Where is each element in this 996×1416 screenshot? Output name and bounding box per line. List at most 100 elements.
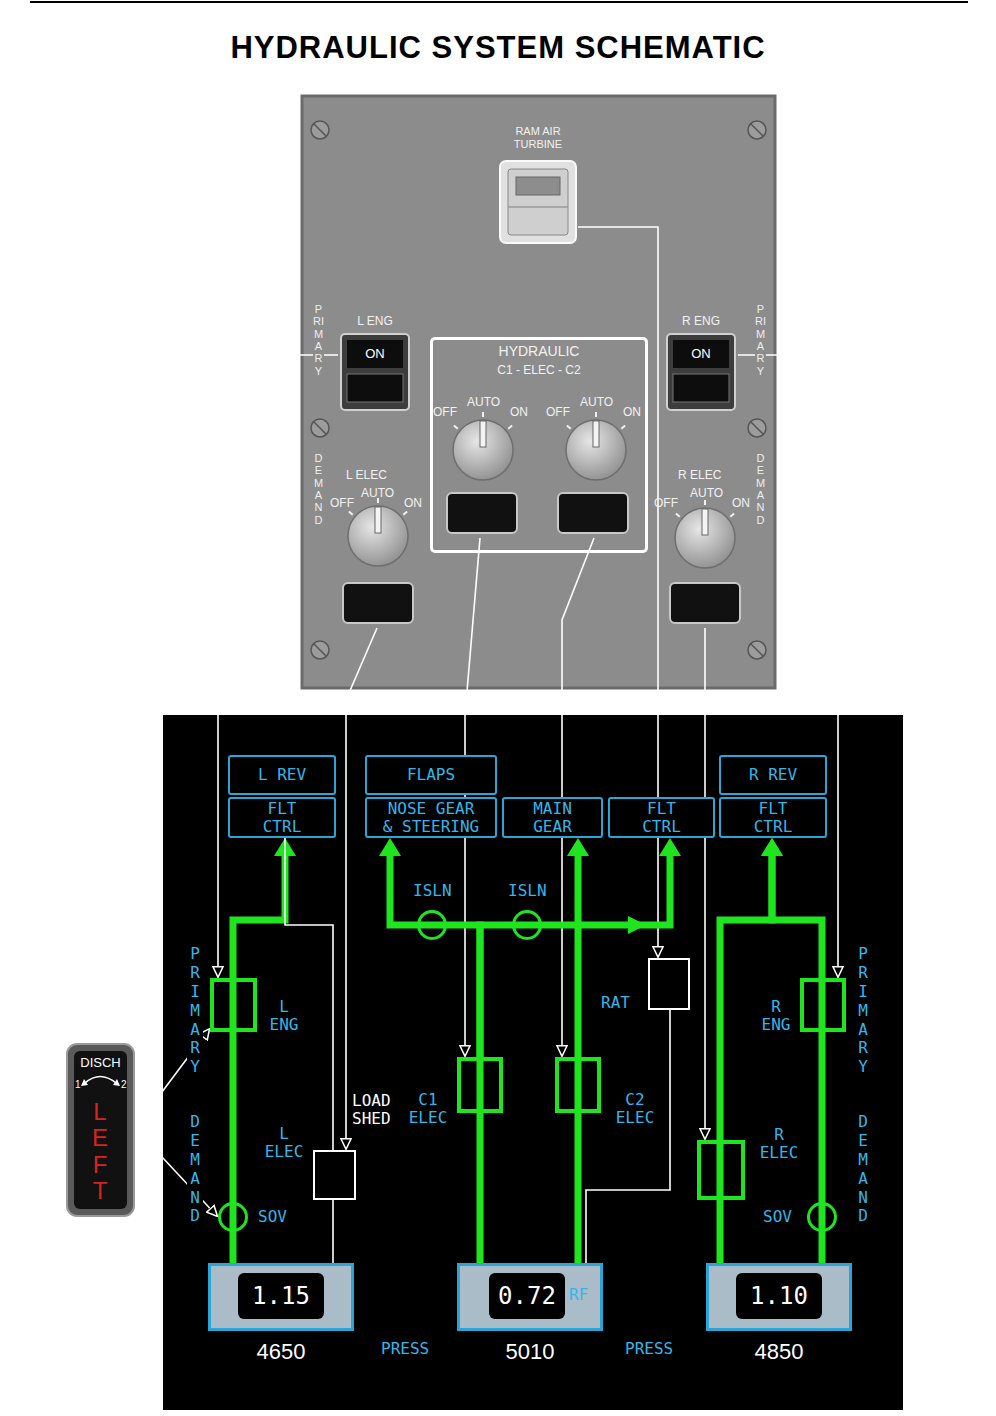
control-wire	[285, 838, 333, 1150]
system-box: NOSE GEAR & STEERING	[365, 797, 497, 838]
node-label: AUTO	[361, 486, 394, 500]
synoptic-display	[163, 715, 903, 1410]
control-wire	[578, 227, 658, 946]
knob-body	[566, 420, 626, 480]
hydraulic-line	[772, 856, 822, 978]
hydraulic-line	[720, 856, 772, 1140]
quantity-readout: 4650	[198, 1339, 364, 1365]
connector-group	[135, 227, 838, 1263]
pump-symbol: L ENG	[210, 978, 257, 1032]
node-label: ON	[732, 496, 750, 510]
system-box: FLAPS	[365, 755, 497, 795]
rotary-selector: OFFAUTOON	[433, 393, 533, 538]
node-label: AUTO	[580, 395, 613, 409]
detent-tick	[567, 426, 571, 429]
switch-body	[341, 334, 409, 410]
knob-pointer	[593, 421, 599, 447]
reservoir-indicator: 1.104850	[706, 1263, 852, 1331]
rotary-selector: R ELECOFFAUTOON	[654, 466, 754, 628]
indicator-window	[558, 493, 628, 533]
reservoir-indicator: 1.154650	[208, 1263, 354, 1331]
node-label: OFF	[654, 496, 678, 510]
handle-face	[74, 1051, 127, 1209]
hydraulic-line	[230, 1232, 237, 1263]
node-label: SOV	[258, 1208, 287, 1226]
hydraulic-line	[477, 1113, 484, 1263]
system-label: NOSE GEAR & STEERING	[381, 800, 481, 835]
detent-tick	[349, 512, 353, 515]
control-wire	[586, 1010, 670, 1263]
node-label: LOAD SHED	[352, 1092, 400, 1127]
switch-slot	[516, 177, 560, 195]
knob-pointer	[702, 509, 708, 535]
pump-symbol: R ELEC	[697, 1140, 745, 1200]
screw-slot	[314, 124, 763, 656]
side-caption: PRIMARY	[313, 303, 324, 377]
system-label: FLT CTRL	[637, 800, 687, 835]
system-label: L REV	[258, 766, 306, 784]
node-label: ISLN	[508, 882, 547, 900]
side-caption: DEMAND	[313, 452, 324, 526]
rotary-selector: L ELECOFFAUTOON	[326, 466, 426, 628]
switch-window	[347, 374, 403, 402]
node-label: C1 - ELEC - C2	[430, 363, 648, 377]
hydraulic-line	[542, 856, 670, 925]
top-rule	[30, 1, 968, 3]
side-caption: PRIMARY	[855, 945, 871, 1077]
valve-box: RAT	[648, 958, 690, 1010]
hydraulic-line	[447, 925, 480, 1057]
control-wire	[346, 628, 377, 1138]
pushbutton-switch: L ENGON	[338, 314, 412, 412]
node-label: ISLN	[413, 882, 452, 900]
handle-body	[67, 1044, 134, 1216]
control-wire	[332, 1200, 334, 1263]
rotary-selector: OFFAUTOON	[546, 393, 646, 538]
node-label: RAT	[601, 994, 630, 1012]
detent-tick	[482, 412, 484, 417]
quantity-readout: 0.72	[489, 1273, 565, 1319]
valve-box: LOAD SHEDL ELEC	[313, 1150, 356, 1200]
hydraulic-line	[575, 856, 582, 1057]
control-wire	[738, 355, 838, 966]
pump-symbol: C1 ELEC	[457, 1057, 503, 1113]
switch-body	[667, 334, 735, 410]
system-box: MAIN GEAR	[502, 797, 603, 838]
node-label: OFF	[546, 405, 570, 419]
node-label: C1 ELEC	[404, 1091, 452, 1126]
valve-circle: SOV	[218, 1202, 248, 1232]
pressure-caption: PRESS	[625, 1340, 673, 1358]
fire-handle: DISCH12LEFT	[66, 1043, 135, 1217]
node-label: L ENG	[262, 998, 306, 1033]
node-label: SOV	[763, 1208, 792, 1226]
indicator-window	[343, 583, 413, 623]
side-caption: DEMAND	[755, 452, 766, 526]
node-label: 1	[75, 1079, 81, 1090]
control-wire	[218, 355, 338, 966]
node-label: AUTO	[467, 395, 500, 409]
valve-circle: ISLN	[417, 910, 447, 940]
control-wire	[704, 628, 706, 1128]
switch-window	[673, 374, 729, 402]
node-label: AUTO	[690, 486, 723, 500]
pump-symbol: R ENG	[800, 978, 846, 1032]
system-label: FLT CTRL	[257, 800, 307, 835]
node-label: 2	[121, 1079, 127, 1090]
quantity-readout: 5010	[447, 1339, 613, 1365]
hydraulic-line	[233, 856, 285, 978]
node-label: HYDRAULIC	[430, 343, 648, 359]
node-label: DISCH	[66, 1055, 135, 1070]
node-label: R ENG	[664, 314, 738, 328]
switch-guard	[500, 161, 576, 243]
detent-tick	[403, 512, 407, 515]
detent-tick	[704, 500, 706, 505]
system-label: R REV	[749, 766, 797, 784]
node-label: L ENG	[338, 314, 412, 328]
knob-pointer	[375, 507, 381, 533]
node-label: L ELEC	[346, 468, 387, 482]
quantity-readout: 1.10	[736, 1273, 822, 1319]
node-label: RAM AIR TURBINE	[498, 125, 578, 151]
pump-symbol: C2 ELEC	[555, 1057, 601, 1113]
